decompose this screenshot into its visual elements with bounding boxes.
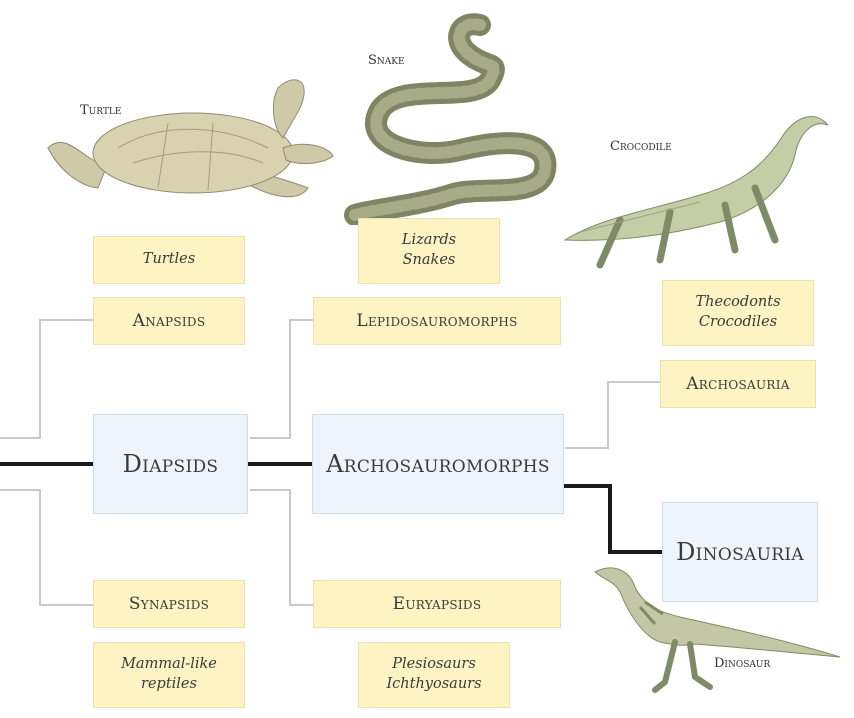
anapsids-label: Anapsids	[133, 311, 206, 331]
lepidosauromorphs-label: Lepidosauromorphs	[356, 311, 517, 331]
thecodonts-crocodiles-box: Thecodonts Crocodiles	[662, 280, 814, 346]
archosauria-label: Archosauria	[686, 374, 790, 394]
euryapsids-label: Euryapsids	[393, 594, 482, 614]
ichthyosaurs-text: Ichthyosaurs	[386, 675, 481, 695]
archosauromorphs-label: Archosauromorphs	[326, 450, 550, 478]
reptiles-text: reptiles	[121, 675, 217, 695]
turtles-box: Turtles	[93, 236, 245, 284]
crocodile-label: Crocodile	[610, 139, 672, 154]
branch-lepidosauromorphs	[250, 320, 315, 438]
dinosaur-label: Dinosaur	[714, 656, 770, 671]
branch-anapsids	[0, 320, 95, 438]
archosauromorphs-box: Archosauromorphs	[312, 414, 564, 514]
lizards-text: Lizards	[402, 231, 456, 251]
lizards-snakes-box: Lizards Snakes	[358, 218, 500, 284]
anapsids-box: Anapsids	[93, 297, 245, 345]
main-line-dinosauria	[564, 486, 662, 552]
turtle-label: Turtle	[80, 103, 121, 118]
crocodile-illustration	[560, 100, 835, 270]
branch-synapsids	[0, 490, 95, 605]
mammal-like-box: Mammal-like reptiles	[93, 642, 245, 708]
dinosauria-box: Dinosauria	[662, 502, 818, 602]
diapsids-box: Diapsids	[93, 414, 248, 514]
plesiosaurs-box: Plesiosaurs Ichthyosaurs	[358, 642, 510, 708]
euryapsids-box: Euryapsids	[313, 580, 561, 628]
synapsids-label: Synapsids	[129, 594, 209, 614]
snake-label: Snake	[368, 53, 405, 68]
thecodonts-text: Thecodonts	[695, 293, 780, 313]
mammal-like-text: Mammal-like	[121, 655, 217, 675]
branch-euryapsids	[250, 490, 315, 605]
turtles-text: Turtles	[143, 250, 195, 270]
plesiosaurs-text: Plesiosaurs	[386, 655, 481, 675]
dinosauria-label: Dinosauria	[676, 538, 804, 566]
synapsids-box: Synapsids	[93, 580, 245, 628]
diapsids-label: Diapsids	[123, 450, 219, 478]
snakes-text: Snakes	[402, 251, 456, 271]
branch-archosauria	[565, 382, 660, 448]
lepidosauromorphs-box: Lepidosauromorphs	[313, 297, 561, 345]
turtle-illustration	[38, 68, 338, 208]
crocodiles-text: Crocodiles	[695, 313, 780, 333]
archosauria-box: Archosauria	[660, 360, 816, 408]
snake-illustration	[340, 10, 580, 225]
